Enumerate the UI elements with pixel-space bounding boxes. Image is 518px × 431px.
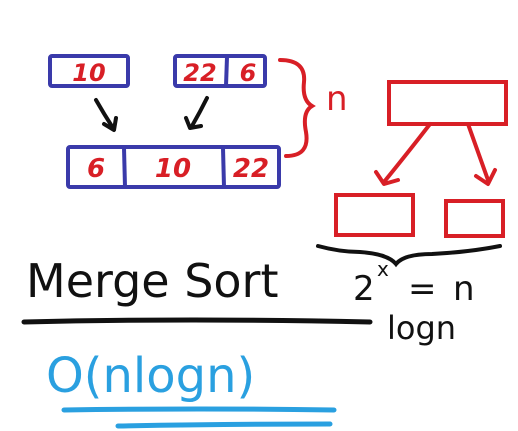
merged-divider-1: [122, 147, 127, 188]
tree-left-child-box: [334, 193, 415, 237]
left-input-cell-0: 10: [72, 59, 105, 87]
complexity-underline-2-icon: [115, 421, 333, 429]
left-merge-arrowhead-icon: [102, 116, 118, 132]
merged-output-cell-2: 22: [233, 154, 269, 184]
right-input-divider: [224, 56, 229, 87]
brace-label: n: [326, 79, 348, 119]
red-brace-icon: [278, 58, 316, 158]
complexity-label: O(nlogn): [46, 348, 255, 404]
tree-left-arrowhead-icon: [374, 170, 400, 186]
equation-equals: =: [408, 269, 437, 309]
right-merge-arrow-icon: [190, 96, 209, 128]
title: Merge Sort: [26, 254, 279, 308]
equation-exponent: x: [377, 257, 389, 281]
equation-base: 2: [353, 269, 375, 309]
left-input-box: [48, 54, 130, 88]
merged-output-box: [66, 145, 281, 189]
right-input-cell-0: 22: [183, 59, 216, 87]
complexity-underline-1-icon: [61, 406, 337, 413]
tree-right-child-box: [444, 199, 505, 238]
recursion-tree: [334, 80, 508, 238]
right-merge-arrowhead-icon: [184, 116, 203, 130]
underbrace-icon: [316, 244, 502, 268]
equation-rhs: n: [453, 269, 475, 309]
tree-root-box: [387, 80, 508, 126]
left-input-array: 10: [48, 54, 130, 88]
left-merge-arrow-icon: [94, 98, 115, 130]
merged-output-cell-1: 10: [155, 154, 191, 184]
title-underline-icon: [21, 317, 373, 325]
tree-right-arrowhead-icon: [474, 168, 497, 186]
right-input-cell-1: 6: [240, 59, 257, 87]
merge-arrows: [94, 96, 209, 132]
logn-label: logn: [387, 309, 456, 347]
merged-output-cell-0: 6: [87, 154, 105, 184]
right-input-array: 22 6: [173, 54, 267, 88]
tree-left-edge-icon: [382, 122, 432, 184]
merged-output-array: 6 10 22: [66, 145, 281, 189]
tree-right-edge-icon: [466, 122, 490, 182]
merged-divider-2: [221, 147, 226, 188]
right-input-box: [173, 54, 267, 88]
exponent-equation: 2 x = n: [353, 257, 475, 309]
